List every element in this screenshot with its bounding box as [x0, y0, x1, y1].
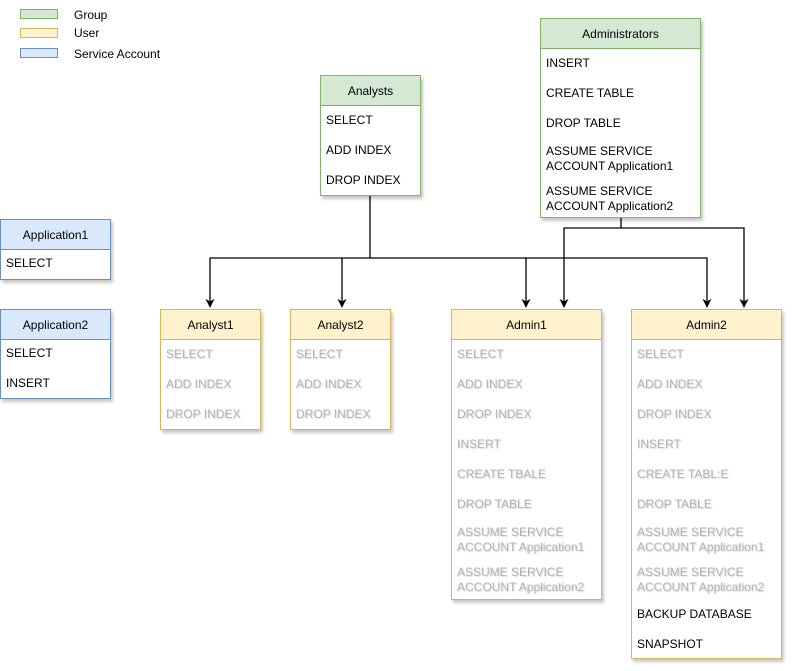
user-admin2-title: Admin2: [632, 310, 781, 340]
inherited-permission-item: INSERT: [457, 437, 501, 451]
permission-item: SELECT: [6, 256, 53, 270]
permission-item: BACKUP DATABASE: [637, 607, 752, 621]
user-admin1[interactable]: Admin1 SELECT ADD INDEX DROP INDEX INSER…: [451, 309, 602, 600]
inherited-permission-item: CREATE TBALE: [457, 467, 546, 481]
inherited-permission-item: SELECT: [457, 347, 504, 361]
permission-item: DROP INDEX: [326, 173, 401, 187]
group-administrators-title: Administrators: [541, 19, 700, 49]
legend-swatch-user: [20, 28, 58, 38]
service-account-application2-title: Application2: [1, 310, 110, 340]
user-admin1-title: Admin1: [452, 310, 601, 340]
inherited-permission-item: ASSUME SERVICE ACCOUNT Application1: [457, 525, 585, 554]
inherited-permission-item: ADD INDEX: [457, 377, 523, 391]
inherited-permission-item: CREATE TABL:E: [637, 467, 729, 481]
inherited-permission-item: ASSUME SERVICE ACCOUNT Application2: [637, 565, 765, 594]
inherited-permission-item: ADD INDEX: [166, 377, 232, 391]
legend-label-group: Group: [74, 8, 108, 22]
inherited-permission-item: DROP INDEX: [296, 407, 371, 421]
permission-item: SNAPSHOT: [637, 637, 704, 651]
service-account-application2[interactable]: Application2 SELECT INSERT: [0, 309, 111, 399]
inherited-permission-item: ASSUME SERVICE ACCOUNT Application2: [457, 565, 585, 594]
inherited-permission-item: DROP INDEX: [457, 407, 532, 421]
legend-label-user: User: [74, 26, 100, 40]
group-analysts[interactable]: Analysts SELECT ADD INDEX DROP INDEX: [320, 75, 421, 196]
inherited-permission-item: SELECT: [166, 347, 213, 361]
inherited-permission-item: ADD INDEX: [296, 377, 362, 391]
inherited-permission-item: ADD INDEX: [637, 377, 703, 391]
user-analyst2[interactable]: Analyst2 SELECT ADD INDEX DROP INDEX: [290, 309, 391, 430]
inherited-permission-item: DROP INDEX: [166, 407, 241, 421]
permission-item: DROP TABLE: [546, 116, 621, 130]
edge-administrators-admin2: [621, 227, 749, 308]
inherited-permission-item: SELECT: [296, 347, 343, 361]
inherited-permission-item: DROP TABLE: [457, 497, 532, 511]
service-account-application1-title: Application1: [1, 220, 110, 250]
edge-analysts-admin2: [526, 257, 712, 308]
edge-analysts-analyst1: [205, 257, 370, 308]
edge-analysts-admin1: [370, 257, 531, 308]
permission-item: ASSUME SERVICE ACCOUNT Application1: [546, 144, 674, 173]
permission-item: ASSUME SERVICE ACCOUNT Application2: [546, 184, 674, 213]
inherited-permission-item: DROP TABLE: [637, 497, 712, 511]
permission-item: INSERT: [546, 56, 590, 70]
inherited-permission-item: ASSUME SERVICE ACCOUNT Application1: [637, 525, 765, 554]
inherited-permission-item: SELECT: [637, 347, 684, 361]
legend-label-service-account: Service Account: [74, 47, 161, 61]
permission-item: SELECT: [326, 113, 373, 127]
legend-swatch-group: [20, 9, 58, 19]
inherited-permission-item: INSERT: [637, 437, 681, 451]
inherited-permission-item: DROP INDEX: [637, 407, 712, 421]
edge-administrators-admin1: [559, 227, 621, 308]
legend-swatch-service-account: [20, 48, 58, 58]
group-administrators[interactable]: Administrators INSERT CREATE TABLE DROP …: [540, 18, 701, 218]
user-analyst1-title: Analyst1: [161, 310, 260, 340]
service-account-application1[interactable]: Application1 SELECT: [0, 219, 111, 280]
permission-item: CREATE TABLE: [546, 86, 635, 100]
permission-item: ADD INDEX: [326, 143, 392, 157]
permission-item: INSERT: [6, 376, 50, 390]
group-analysts-title: Analysts: [321, 76, 420, 106]
user-analyst2-title: Analyst2: [291, 310, 390, 340]
user-analyst1[interactable]: Analyst1 SELECT ADD INDEX DROP INDEX: [160, 309, 261, 430]
permission-item: SELECT: [6, 346, 53, 360]
user-admin2[interactable]: Admin2 SELECT ADD INDEX DROP INDEX INSER…: [631, 309, 782, 659]
